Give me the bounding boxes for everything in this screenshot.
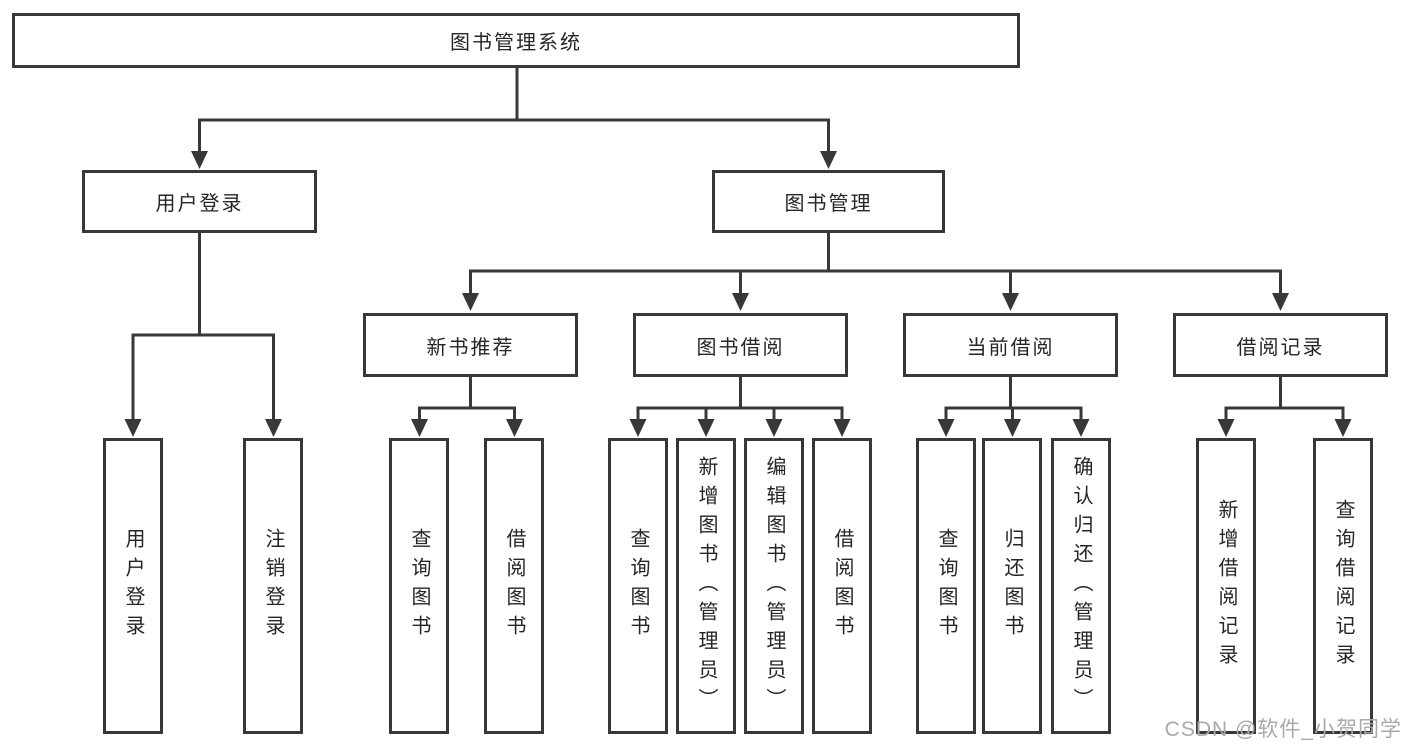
leaf-edit-books-admin: 编辑图书（管理员）	[744, 438, 804, 734]
node-library-management-system: 图书管理系统	[12, 13, 1020, 68]
leaf-label: 确认归还（管理员）	[1070, 455, 1092, 717]
node-book-borrowing: 图书借阅	[633, 313, 848, 377]
node-book-management: 图书管理	[712, 170, 945, 233]
leaf-query-books-current: 查询图书	[916, 438, 976, 734]
leaf-add-borrow-record: 新增借阅记录	[1196, 438, 1256, 734]
leaf-label: 用户登录	[122, 528, 144, 644]
leaf-label: 借阅图书	[831, 528, 853, 644]
leaf-label: 查询借阅记录	[1332, 499, 1354, 673]
leaf-label: 注销登录	[262, 528, 284, 644]
leaf-query-borrow-record: 查询借阅记录	[1313, 438, 1373, 734]
leaf-borrow-books-recommend: 借阅图书	[484, 438, 544, 734]
leaf-label: 编辑图书（管理员）	[763, 455, 785, 717]
leaf-label: 查询图书	[935, 528, 957, 644]
leaf-label: 归还图书	[1001, 528, 1023, 644]
leaf-label: 新增借阅记录	[1215, 499, 1237, 673]
arrowheads	[124, 151, 1352, 437]
node-user-login: 用户登录	[82, 170, 317, 233]
leaf-label: 借阅图书	[503, 528, 525, 644]
leaf-label: 查询图书	[408, 528, 430, 644]
leaf-label: 新增图书（管理员）	[695, 455, 717, 717]
leaf-query-books-recommend: 查询图书	[389, 438, 449, 734]
leaf-add-books-admin: 新增图书（管理员）	[676, 438, 736, 734]
node-current-borrowing: 当前借阅	[903, 313, 1118, 377]
leaf-borrow-books: 借阅图书	[812, 438, 872, 734]
leaf-label: 查询图书	[627, 528, 649, 644]
leaf-return-books: 归还图书	[982, 438, 1042, 734]
leaf-logout: 注销登录	[243, 438, 303, 734]
leaf-user-login: 用户登录	[103, 438, 163, 734]
node-borrowing-records: 借阅记录	[1173, 313, 1388, 377]
leaf-confirm-return-admin: 确认归还（管理员）	[1051, 438, 1111, 734]
watermark-text: CSDN @软件_小贺同学	[1164, 718, 1402, 741]
node-new-book-recommendation: 新书推荐	[363, 313, 578, 377]
leaf-query-books-borrow: 查询图书	[608, 438, 668, 734]
